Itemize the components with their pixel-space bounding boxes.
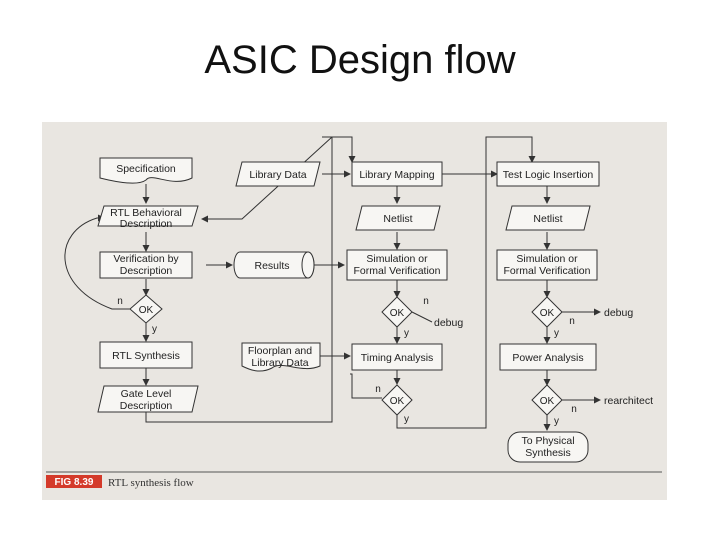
node-results: Results	[233, 251, 315, 279]
node-results-label: Results	[254, 260, 289, 272]
outcome-debug-2: debug	[604, 307, 633, 319]
figure-badge-text: FIG 8.39	[55, 477, 94, 488]
node-to-physical: To Physical Synthesis	[507, 431, 589, 463]
connectors	[64, 136, 601, 431]
decision-ok-3-no: n	[375, 384, 381, 395]
node-floorplan-line1: Floorplan and	[248, 345, 312, 357]
node-timing-analysis: Timing Analysis	[351, 343, 443, 371]
decision-ok-2-no: n	[423, 296, 429, 307]
decision-ok-1: OK n y	[117, 294, 163, 335]
decision-ok-3: OK n y	[375, 384, 413, 425]
node-to-physical-line1: To Physical	[521, 435, 574, 447]
node-sim-formal-1: Simulation or Formal Verification	[346, 249, 448, 281]
node-gate-level-line1: Gate Level	[121, 388, 172, 400]
decision-ok-5: OK n y rearchitect	[531, 384, 653, 427]
node-sim-formal-2: Simulation or Formal Verification	[496, 249, 598, 281]
figure-badge	[46, 475, 102, 488]
outcome-debug-1: debug	[434, 317, 463, 329]
node-library-data: Library Data	[235, 161, 321, 187]
node-library-mapping-label: Library Mapping	[359, 169, 434, 181]
node-rtl-synthesis-label: RTL Synthesis	[112, 350, 180, 362]
node-verification-line2: Description	[120, 265, 173, 277]
node-netlist-1: Netlist	[355, 205, 441, 231]
decision-ok-3-label: OK	[390, 396, 405, 407]
node-sim-formal-2-line2: Formal Verification	[504, 265, 591, 277]
flow-diagram: Specification RTL Behavioral Description…	[46, 136, 662, 489]
decision-ok-1-no: n	[117, 296, 123, 307]
node-netlist-2-label: Netlist	[533, 213, 562, 225]
decision-ok-2-label: OK	[390, 308, 405, 319]
node-library-mapping: Library Mapping	[351, 161, 443, 187]
decision-ok-3-yes: y	[404, 414, 409, 425]
node-rtl-behavioral: RTL Behavioral Description	[97, 205, 199, 230]
slide-title: ASIC Design flow	[204, 38, 516, 82]
node-power-analysis-label: Power Analysis	[512, 352, 583, 364]
node-floorplan: Floorplan and Library Data	[241, 342, 321, 372]
decision-ok-4-label: OK	[540, 308, 555, 319]
node-specification: Specification	[99, 157, 193, 184]
node-netlist-1-label: Netlist	[383, 213, 412, 225]
node-netlist-2: Netlist	[505, 205, 591, 231]
node-rtl-behavioral-line2: Description	[120, 218, 173, 230]
node-specification-label: Specification	[116, 163, 176, 175]
decision-ok-1-label: OK	[139, 305, 154, 316]
node-rtl-synthesis: RTL Synthesis	[99, 341, 193, 369]
node-sim-formal-1-line2: Formal Verification	[354, 265, 441, 277]
decision-ok-4-no: n	[569, 316, 575, 327]
decision-ok-5-yes: y	[554, 416, 559, 427]
figure-caption-text: RTL synthesis flow	[108, 477, 194, 489]
decision-ok-4: OK n y debug	[531, 296, 633, 339]
node-gate-level: Gate Level Description	[97, 385, 199, 413]
decision-ok-5-no: n	[571, 404, 577, 415]
figure-caption: FIG 8.39 RTL synthesis flow	[46, 471, 662, 489]
node-gate-level-line2: Description	[120, 400, 173, 412]
node-test-logic-label: Test Logic Insertion	[503, 169, 594, 181]
outcome-rearchitect: rearchitect	[604, 395, 653, 407]
decision-ok-5-label: OK	[540, 396, 555, 407]
node-floorplan-line2: Library Data	[251, 357, 308, 369]
node-power-analysis: Power Analysis	[499, 343, 597, 371]
node-sim-formal-2-line1: Simulation or	[516, 253, 578, 265]
node-library-data-label: Library Data	[249, 169, 306, 181]
node-test-logic: Test Logic Insertion	[496, 161, 600, 187]
decision-ok-4-yes: y	[554, 328, 559, 339]
node-sim-formal-1-line1: Simulation or	[366, 253, 428, 265]
node-timing-analysis-label: Timing Analysis	[361, 352, 434, 364]
flowchart-figure: Specification RTL Behavioral Description…	[42, 122, 667, 500]
decision-ok-2-yes: y	[404, 328, 409, 339]
node-verification-line1: Verification by	[113, 253, 179, 265]
node-to-physical-line2: Synthesis	[525, 447, 571, 459]
decision-ok-2: OK n y debug	[381, 296, 463, 339]
decision-ok-1-yes: y	[152, 324, 157, 335]
node-verification: Verification by Description	[99, 251, 193, 279]
node-rtl-behavioral-line1: RTL Behavioral	[110, 207, 182, 219]
